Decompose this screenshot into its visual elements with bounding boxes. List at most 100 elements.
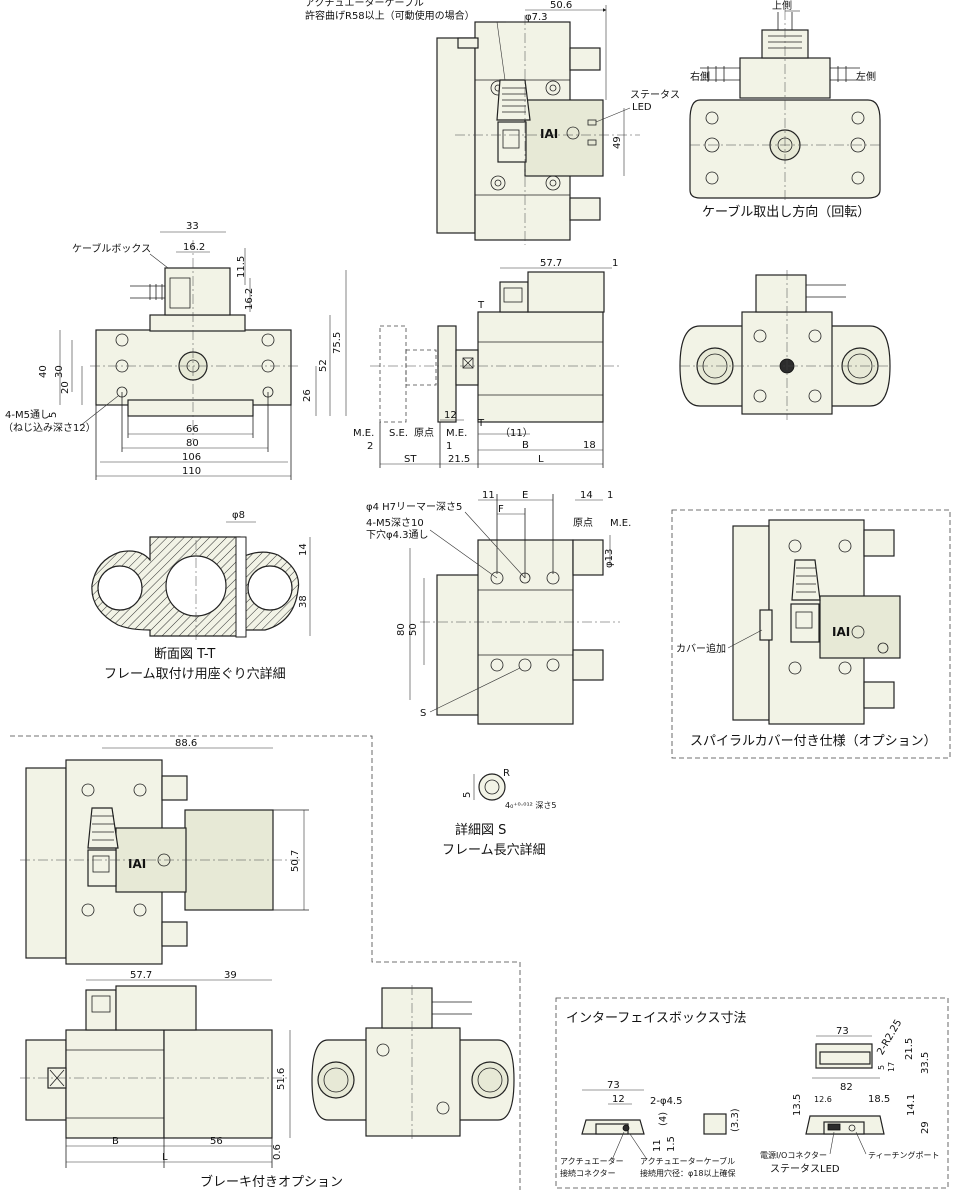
label-me-2: M.E. [446,428,467,439]
dim-29: 29 [920,1121,931,1134]
me-label-bv: M.E. [610,518,631,529]
label-me-1: M.E. [353,428,374,439]
dim-16-2: 16.2 [183,242,205,253]
dim-73b: 73 [607,1080,620,1091]
dim-75-5: 75.5 [332,332,343,354]
dim-21-5: 21.5 [448,454,470,465]
dim-110: 110 [182,466,201,477]
dim-2: 2 [367,441,373,452]
label-up: 上側 [772,0,792,12]
dim-5: 5 [48,412,59,418]
origin-label-bv: 原点 [573,517,593,529]
dim-39: 39 [224,970,237,981]
dim-11-ib: 11 [652,1139,663,1152]
dim-1-bv: 1 [607,490,613,501]
dim-14-1: 14.1 [906,1094,917,1116]
tap-note-1: 4-M5深さ10 [366,517,424,529]
dim-50-7: 50.7 [290,850,301,872]
dim-88-6: 88.6 [175,738,197,749]
dim-14-bv: 14 [580,490,593,501]
dim-57-7: 57.7 [540,258,562,269]
dim-11: （11） [500,427,533,439]
detail-s-caption-2: フレーム長穴詳細 [442,842,546,858]
dim-18-5: 18.5 [868,1094,890,1105]
side-view: 57.7 1 T T 12 （11） B 18 L ST 21.5 2 1 M.… [353,258,620,468]
dim-20: 20 [60,381,71,394]
dim-phi8: φ8 [232,510,245,521]
cable-direction-caption: ケーブル取出し方向（回転） [702,204,870,220]
status-led-label-2: LED [632,102,652,113]
dim-56: 56 [210,1136,223,1147]
dim-l: L [538,454,544,465]
teaching-port-label: ティーチングポート [868,1150,940,1160]
cable-note-1: アクチュエーターケーブル [305,0,424,9]
dim-f: F [498,504,504,515]
dim-52: 52 [318,359,329,372]
dim-12-ib: 12 [612,1094,625,1105]
front-view: 33 16.2 ケーブルボックス 11.5 16.2 40 30 20 5 75… [3,221,347,480]
dim-14-tt: 14 [298,543,309,556]
cable-hole-2: 接続用穴径：φ18以上確保 [640,1168,735,1178]
dim-30: 30 [54,365,65,378]
dim-50-bv: 50 [408,623,419,636]
dim-phi13: φ13 [604,549,615,568]
dim-17-ib: 17 [887,1062,896,1072]
label-origin: 原点 [414,427,434,439]
bottom-view: 11 E F 14 1 φ4 H7リーマー深さ5 4-M5深さ10 下穴φ4.3… [366,490,631,725]
dim-4-ib: (4) [658,1112,669,1126]
hole-note-2: （ねじ込み深さ12） [3,422,96,434]
dim-2phi4-5: 2-φ4.5 [650,1096,682,1107]
cable-box-label: ケーブルボックス [72,242,151,255]
section-tt-caption-1: 断面図 T-T [154,647,215,662]
detail-s: 5 R 4₀⁺⁰·⁰¹² 深さ5 詳細図 S フレーム長穴詳細 [442,768,557,858]
dim-2r2-25: 2-R2.25 [875,1018,904,1057]
interface-box-title: インターフェイスボックス寸法 [566,1011,746,1026]
end-view [679,270,891,420]
cable-hole-1: アクチュエーターケーブル [640,1156,735,1166]
tap-note-2: 下穴φ4.3通し [366,528,429,541]
status-led-ib: ステータスLED [770,1163,840,1175]
dim-33: 33 [186,221,199,232]
dim-13-5: 13.5 [792,1094,803,1116]
label-se: S.E. [389,428,408,439]
brake-option: IAI 88.6 50.7 [10,735,521,1190]
section-tt: φ8 14 38 断面図 T-T フレーム取付け用座ぐり穴詳細 [91,510,311,682]
dim-1: 1 [612,258,618,269]
dim-16-2b: 16.2 [244,288,255,310]
section-tt-caption-2: フレーム取付け用座ぐり穴詳細 [104,666,286,682]
power-io-label: 電源I/Oコネクター [760,1151,827,1160]
svg-text:IAI: IAI [540,127,558,141]
dim-b-br: B [112,1136,119,1147]
dim-st: ST [404,454,417,465]
svg-text:IAI: IAI [832,625,850,639]
top-view: IAI 50.6 φ7.3 アクチュエーターケーブル 許容曲げR58以上（可動使… [305,0,680,245]
dim-80-bv: 80 [396,623,407,636]
dim-e: E [522,490,528,501]
label-left: 左側 [856,70,876,83]
spiral-caption: スパイラルカバー付き仕様（オプション） [690,734,937,749]
dim-57-7-br: 57.7 [130,970,152,981]
dim-38: 38 [298,595,309,608]
dim-50-6: 50.6 [550,0,572,11]
spiral-option: IAI カバー追加 スパイラルカバー付き仕様（オプション） [671,509,951,759]
dim-51-6: 51.6 [276,1068,287,1090]
label-right: 右側 [690,70,710,83]
dim-12-6: 12.6 [814,1095,832,1104]
label-s: S [420,708,426,719]
dim-80: 80 [186,438,199,449]
brake-option-side: 57.7 39 51.6 B 56 L 0.6 ブレーキ付きオプション [20,970,515,1190]
dim-66: 66 [186,424,199,435]
dim-11-bv: 11 [482,490,495,501]
cover-added-label: カバー追加 [676,642,726,655]
dim-18: 18 [583,440,596,451]
dim-l-br: L [162,1152,168,1163]
dim-0-6: 0.6 [272,1144,283,1160]
dim-b: B [522,440,529,451]
hole-note-1: 4-M5通し [5,409,50,421]
section-t2: T [477,418,485,429]
dim-26: 26 [302,389,313,402]
dim-1-5-ib: 1.5 [666,1136,677,1152]
interface-box: インターフェイスボックス寸法 73 2-R2.25 21.5 5 17 33.5… [555,997,949,1189]
dim-33-5: 33.5 [920,1052,931,1074]
